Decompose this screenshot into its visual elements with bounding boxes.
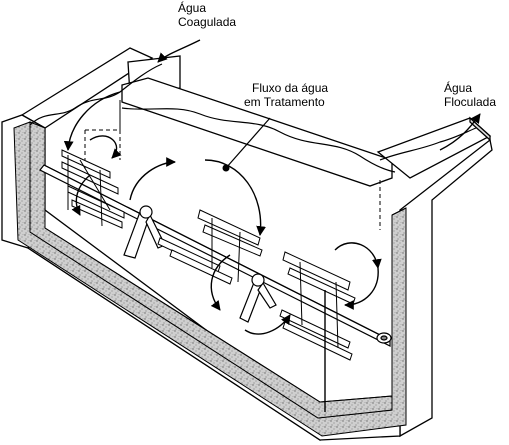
paddle-assembly-3 <box>279 251 356 361</box>
label-flow-line2: em Tratamento <box>244 95 325 109</box>
tank-inner-edges <box>44 100 407 403</box>
paddle-shaft <box>39 164 392 347</box>
outlet-channel-wall <box>376 117 492 179</box>
outlet-flow-arrow <box>439 113 481 151</box>
circulation-arrow-8 <box>344 267 379 310</box>
front-right-wall <box>399 138 493 438</box>
flow-arrows <box>63 39 481 335</box>
circulation-arrow-3 <box>129 157 176 201</box>
label-flow-line1: Fluxo da água <box>252 81 328 95</box>
paddle-assembly-2 <box>157 209 263 285</box>
water-surface <box>29 63 477 173</box>
paddle-assembly-1 <box>61 149 125 229</box>
inlet-flow-arrow <box>63 91 121 151</box>
circulation-arrow-2 <box>71 174 91 216</box>
label-flocculated-water-line2: Floculada <box>444 95 496 109</box>
circulation-arrow-1 <box>89 135 122 159</box>
circulation-arrow-4 <box>204 159 266 236</box>
circulation-arrow-7 <box>334 242 382 269</box>
circulation-arrow-6 <box>244 314 291 335</box>
label-coagulated-water-line1: Água <box>178 0 206 15</box>
label-flocculated-water-line1: Água <box>444 80 472 95</box>
flow-label-leader <box>222 117 271 172</box>
coagulated-arrow <box>157 39 201 63</box>
label-coagulated-water-line2: Coagulada <box>178 15 236 29</box>
circulation-arrow-5 <box>210 254 231 311</box>
